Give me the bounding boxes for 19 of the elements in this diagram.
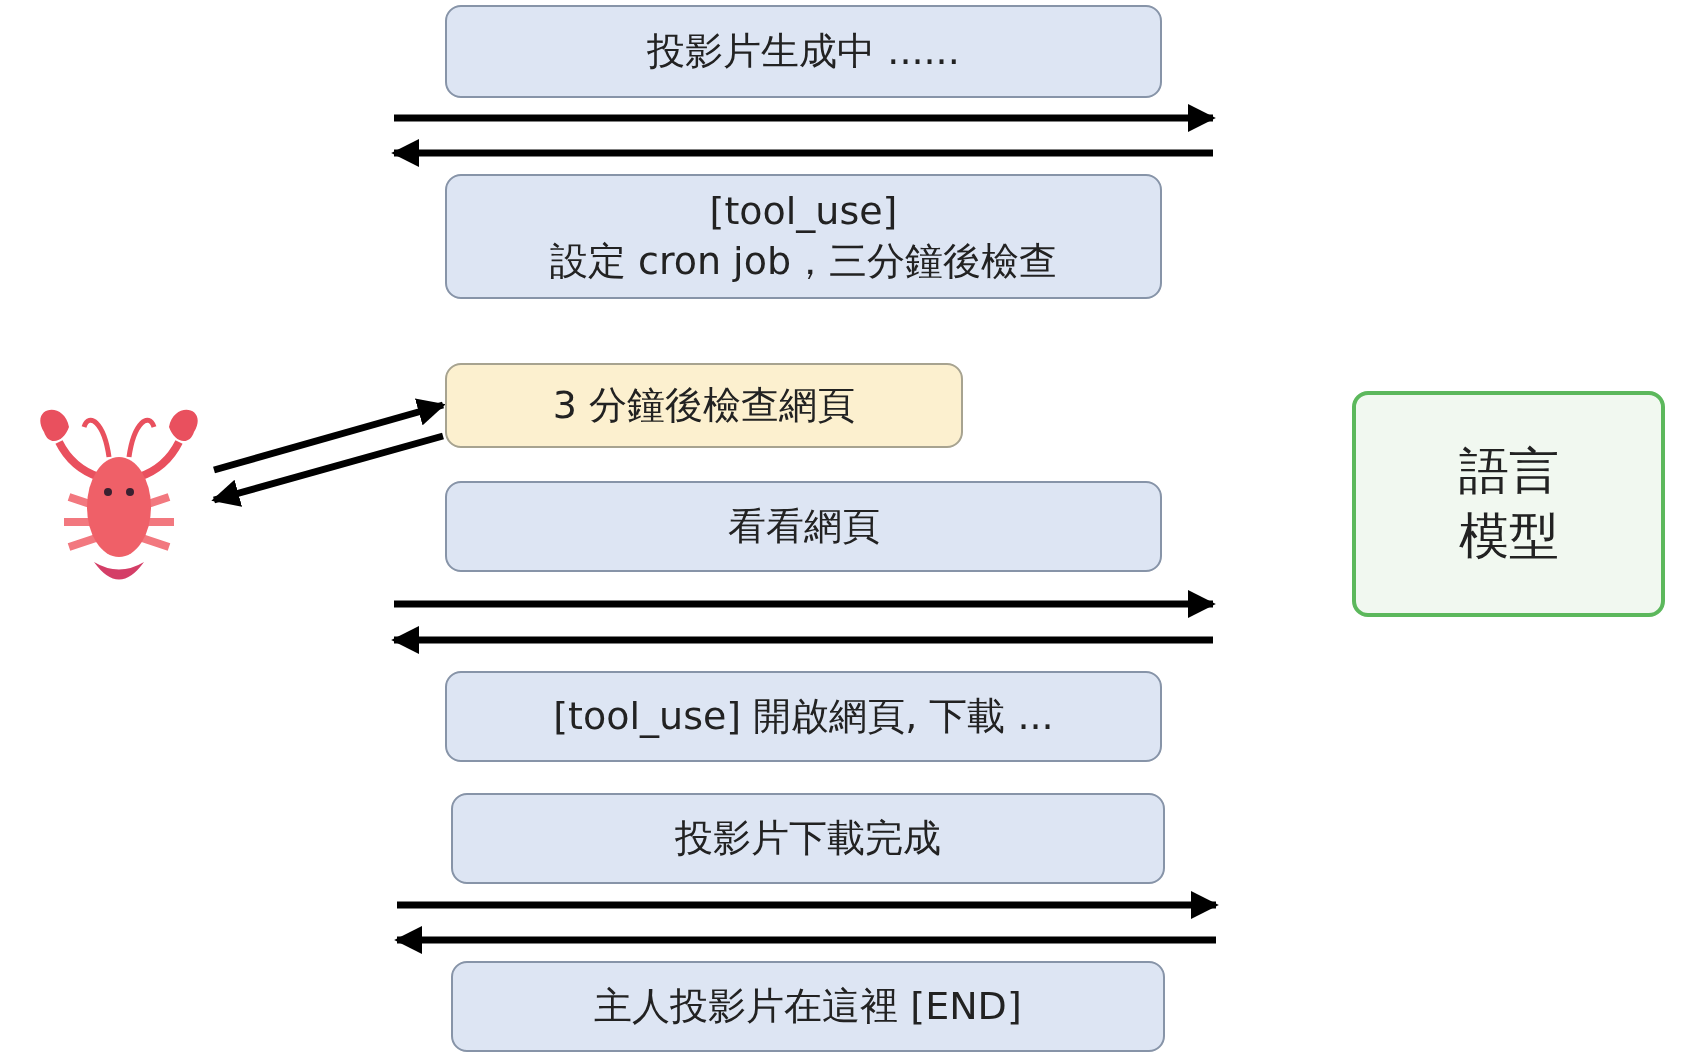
box-text: 投影片生成中 ...... — [647, 27, 960, 75]
message-box — [451, 793, 1165, 884]
message-box — [445, 174, 1162, 299]
message-box — [445, 671, 1162, 762]
arrow — [211, 432, 444, 507]
box-text: 投影片下載完成 — [675, 814, 941, 862]
model-box — [1352, 391, 1665, 617]
note-box — [445, 363, 963, 448]
box-text: 3 分鐘後檢查網頁 — [552, 381, 856, 429]
box-text: [tool_use] — [709, 188, 898, 236]
box-text: 語言模型 — [1457, 441, 1560, 567]
message-box — [445, 481, 1162, 572]
message-box — [445, 5, 1162, 98]
box-text: 設定 cron job，三分鐘後檢查 — [549, 237, 1058, 285]
box-text: [tool_use] 開啟網頁, 下載 ... — [553, 692, 1054, 740]
box-text: 看看網頁 — [727, 502, 880, 550]
box-text: 主人投影片在這裡 [END] — [594, 982, 1022, 1030]
message-box — [451, 961, 1165, 1052]
arrow — [213, 398, 446, 474]
